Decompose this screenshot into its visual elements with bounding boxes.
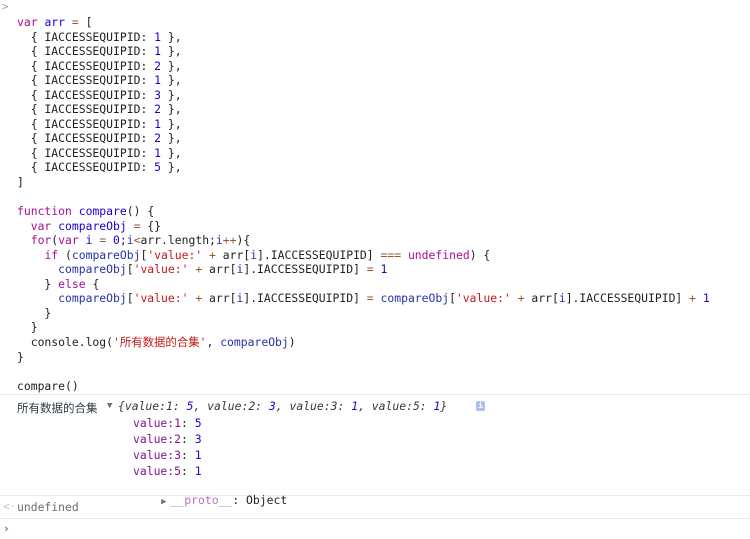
collapse-triangle-icon[interactable]: ▶ bbox=[161, 497, 167, 508]
object-property: value:3: 1 bbox=[133, 448, 202, 463]
result-value: undefined bbox=[17, 500, 79, 515]
code-line: { IACCESSEQUIPID: 3 }, bbox=[17, 87, 182, 102]
proto-row[interactable]: ▶__proto__: Object bbox=[161, 493, 288, 508]
code-line: { IACCESSEQUIPID: 2 }, bbox=[17, 102, 182, 117]
console-input-entry: > var arr = [ { IACCESSEQUIPID: 1 }, { I… bbox=[0, 0, 750, 396]
proto-key: __proto__ bbox=[170, 493, 233, 508]
code-line: } else { bbox=[17, 276, 100, 291]
console-log-entry: 所有数据的合集 ▼ {value:1: 5, value:2: 3, value… bbox=[0, 395, 750, 507]
info-icon[interactable]: i bbox=[476, 401, 485, 412]
expand-triangle-icon[interactable]: ▼ bbox=[107, 401, 113, 412]
code-line: { IACCESSEQUIPID: 5 }, bbox=[17, 160, 182, 175]
code-line: { IACCESSEQUIPID: 1 }, bbox=[17, 116, 182, 131]
code-line: { IACCESSEQUIPID: 2 }, bbox=[17, 131, 182, 146]
input-chevron-icon: > bbox=[2, 0, 9, 13]
code-line: compare() bbox=[17, 378, 79, 393]
object-property: value:1: 5 bbox=[133, 416, 202, 431]
code-line: compareObj['value:' + arr[i].IACCESSEQUI… bbox=[58, 262, 388, 277]
code-line: ] bbox=[17, 175, 24, 190]
result-arrow-icon: <· bbox=[3, 500, 17, 514]
code-line: } bbox=[17, 349, 24, 364]
console-result-entry: <· undefined bbox=[0, 496, 750, 520]
code-line: { IACCESSEQUIPID: 1 }, bbox=[17, 73, 182, 88]
code-block[interactable]: var arr = [ { IACCESSEQUIPID: 1 }, { IAC… bbox=[17, 15, 750, 393]
code-line bbox=[17, 190, 750, 205]
console-prompt[interactable]: › bbox=[0, 519, 750, 539]
code-line: { IACCESSEQUIPID: 1 }, bbox=[17, 29, 182, 44]
object-property: value:5: 1 bbox=[133, 464, 202, 479]
code-line: } bbox=[17, 320, 38, 335]
object-summary[interactable]: {value:1: 5, value:2: 3, value:3: 1, val… bbox=[118, 399, 448, 414]
code-line: { IACCESSEQUIPID: 2 }, bbox=[17, 58, 182, 73]
code-line: { IACCESSEQUIPID: 1 }, bbox=[17, 145, 182, 160]
code-line: if (compareObj['value:' + arr[i].IACCESS… bbox=[44, 247, 491, 262]
code-line: { IACCESSEQUIPID: 1 }, bbox=[17, 44, 182, 59]
code-line: var compareObj = {} bbox=[30, 218, 162, 233]
code-line: var arr = [ bbox=[17, 15, 93, 29]
code-line: compareObj['value:' + arr[i].IACCESSEQUI… bbox=[58, 291, 710, 306]
code-line: } bbox=[17, 305, 52, 320]
code-line: for(var i = 0;i<arr.length;i++){ bbox=[30, 233, 251, 248]
object-property: value:2: 3 bbox=[133, 432, 202, 447]
prompt-caret-icon: › bbox=[3, 522, 10, 536]
code-line: function compare() { bbox=[17, 204, 155, 219]
proto-value: Object bbox=[246, 493, 288, 508]
code-line bbox=[17, 364, 750, 379]
code-line: console.log('所有数据的合集', compareObj) bbox=[17, 335, 296, 350]
log-label: 所有数据的合集 bbox=[17, 401, 98, 416]
